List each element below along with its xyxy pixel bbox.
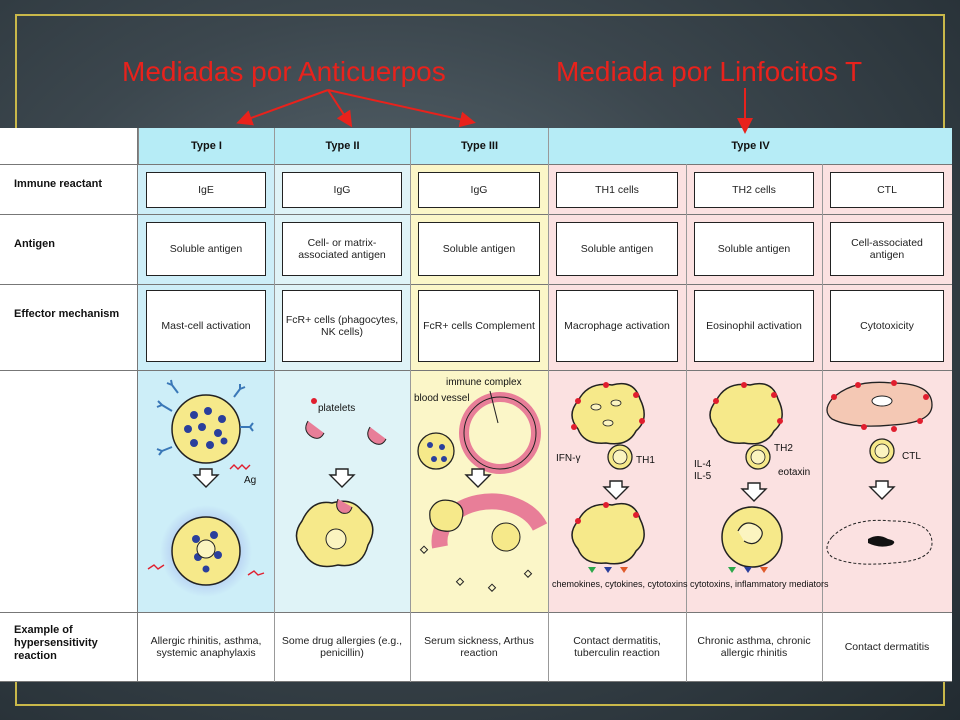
effector-type4-ctl: Cytotoxicity [830, 290, 944, 362]
type2-cell-illustration: platelets [295, 398, 387, 568]
antibody-mediated-heading: Mediadas por Anticuerpos [122, 56, 446, 87]
example-type4-th1: Contact dermatitis, tuberculin reaction [573, 635, 661, 659]
type3-header: Type III [410, 128, 548, 164]
reactant-type3: IgG [418, 172, 540, 208]
label-th2: TH2 [774, 443, 793, 454]
antigen-type4-th1: Soluble antigen [556, 222, 678, 276]
label-blood-vessel: blood vessel [414, 393, 470, 404]
label-il5: IL-5 [694, 471, 712, 482]
label-th1: TH1 [636, 455, 655, 466]
reactant-type4-th1: TH1 cells [556, 172, 678, 208]
mechanism-illustrations: Ag platelets immune complex blood [147, 377, 933, 597]
type1-header: Type I [138, 128, 274, 164]
example-type4-ctl: Contact dermatitis [844, 641, 930, 653]
effector-type4-th2: Eosinophil activation [694, 290, 814, 362]
antigen-type2: Cell- or matrix-associated antigen [282, 222, 402, 276]
reactant-type2: IgG [282, 172, 402, 208]
label-ctl: CTL [902, 451, 921, 462]
effector-type1: Mast-cell activation [146, 290, 266, 362]
reactant-type1: IgE [146, 172, 266, 208]
row-label-antigen: Antigen [14, 238, 55, 250]
label-immune-complex: immune complex [446, 377, 522, 388]
example-type2: Some drug allergies (e.g., penicillin) [281, 635, 403, 659]
type3-vessel-illustration: immune complex blood vessel [414, 377, 548, 592]
example-type1: Allergic rhinitis, asthma, systemic anap… [150, 635, 262, 659]
type4-header: Type IV [548, 128, 952, 164]
type2-header: Type II [274, 128, 410, 164]
label-ag: Ag [244, 475, 256, 486]
label-cytotoxins: cytotoxins, inflammatory mediators [690, 579, 829, 589]
hypersensitivity-table: Type I Type II Type III Type IV Immune r… [0, 128, 952, 682]
label-platelets: platelets [318, 403, 355, 414]
effector-type3: FcR+ cells Complement [418, 290, 540, 362]
label-ifn: IFN-γ [556, 453, 580, 464]
row-label-example: Example of hypersensitivity reaction [14, 624, 98, 662]
effector-type4-th1: Macrophage activation [556, 290, 678, 362]
antigen-type1: Soluble antigen [146, 222, 266, 276]
antigen-type4-th2: Soluble antigen [694, 222, 814, 276]
row-label-reactant: Immune reactant [14, 178, 103, 190]
effector-type2: FcR+ cells (phagocytes, NK cells) [282, 290, 402, 362]
type4-th2-illustration: TH2 IL-4 IL-5 eotaxin cytotoxins, inflam… [690, 382, 829, 589]
type4-ctl-illustration: CTL [826, 380, 933, 565]
reactant-type4-ctl: CTL [830, 172, 944, 208]
antigen-type3: Soluble antigen [418, 222, 540, 276]
tcell-mediated-heading: Mediada por Linfocitos T [556, 56, 863, 87]
example-type4-th2: Chronic asthma, chronic allergic rhiniti… [697, 635, 811, 659]
example-type3: Serum sickness, Arthus reaction [424, 635, 534, 659]
label-il4: IL-4 [694, 459, 712, 470]
row-label-effector: Effector mechanism [14, 308, 120, 320]
type1-mast-cell-illustration: Ag [147, 379, 265, 597]
reactant-type4-th2: TH2 cells [694, 172, 814, 208]
antigen-type4-ctl: Cell-associated antigen [830, 222, 944, 276]
type4-th1-illustration: IFN-γ TH1 chemokines, cytokines, cytotox… [552, 382, 688, 589]
label-chemokines: chemokines, cytokines, cytotoxins [552, 579, 688, 589]
label-eotaxin: eotaxin [778, 467, 810, 478]
